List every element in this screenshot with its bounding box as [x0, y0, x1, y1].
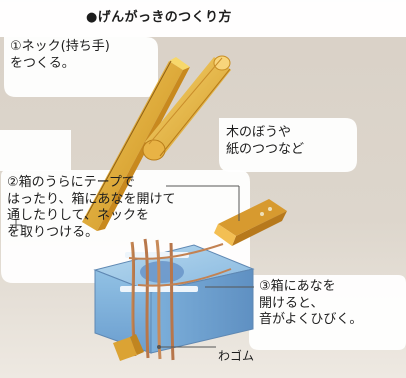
title-band	[0, 0, 406, 37]
step-1-text: ①ネック(持ち手) をつくる。	[10, 39, 110, 71]
page-title: ●げんがっきのつくり方	[86, 10, 232, 25]
rubber-band-label: わゴム	[218, 349, 255, 363]
attached-neck	[214, 199, 287, 246]
material-text: 木のぼうや 紙のつつなど	[226, 125, 305, 157]
step-3-text: ③箱にあなを 開けると、 音がよくひびく。	[259, 279, 363, 328]
pencil-tip	[113, 334, 144, 361]
leader-lines	[10, 185, 254, 349]
step-2-text: ②箱のうらにテープで はったり、箱にあなを開けて 通したりして、ネックを を取り…	[7, 175, 176, 240]
step1-bubble	[4, 37, 158, 97]
round-neck-tube	[142, 55, 231, 161]
material-bubble	[219, 118, 357, 172]
step3-bubble	[249, 275, 406, 350]
step2-bubble-lower	[0, 130, 71, 171]
